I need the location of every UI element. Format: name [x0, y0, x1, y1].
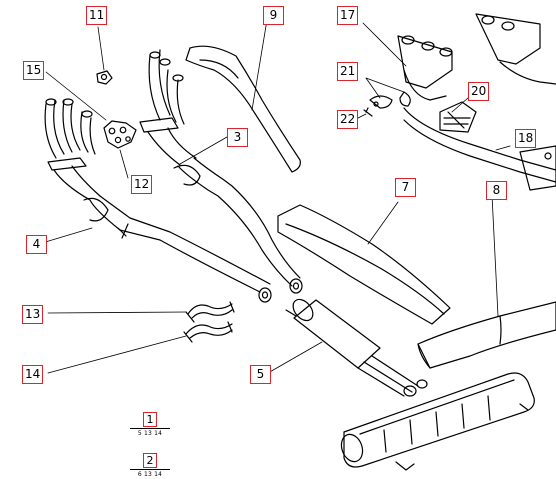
kit-divider: [130, 469, 170, 470]
part-front-pipe-4: [44, 98, 272, 303]
callout-17[interactable]: 17: [337, 6, 359, 25]
part-clamp-13: [185, 301, 235, 323]
part-pipe-18: [403, 107, 556, 191]
kit-reference-1: 1 5 13 14: [130, 408, 170, 437]
callout-5[interactable]: 5: [250, 365, 271, 384]
leader-lines: [41, 19, 511, 374]
part-rear-muffler: [340, 372, 535, 471]
kit-members: 5 13 14: [137, 430, 163, 437]
kit-number[interactable]: 1: [143, 412, 157, 427]
callout-11[interactable]: 11: [86, 6, 108, 25]
callout-22[interactable]: 22: [337, 110, 359, 129]
callout-7[interactable]: 7: [395, 178, 416, 197]
part-heat-shield-9: [185, 45, 301, 173]
part-manifold-17: [397, 13, 556, 101]
callout-21[interactable]: 21: [337, 62, 359, 81]
kit-reference-2: 2 6 13 14: [130, 449, 170, 478]
part-flange-12: [103, 120, 137, 149]
callout-9[interactable]: 9: [263, 6, 284, 25]
callout-20[interactable]: 20: [468, 82, 490, 101]
part-heat-shield-7: [277, 204, 451, 325]
callout-8[interactable]: 8: [486, 181, 507, 200]
callout-15[interactable]: 15: [23, 61, 45, 80]
callout-4[interactable]: 4: [26, 235, 47, 254]
part-clamp-14: [183, 321, 233, 343]
part-front-pipe-3: [139, 49, 303, 294]
part-center-muffler-5: [285, 298, 428, 397]
part-bolt-22: [363, 107, 373, 117]
kit-members: 6 13 14: [137, 471, 163, 478]
kit-number[interactable]: 2: [143, 453, 157, 468]
callout-12[interactable]: 12: [131, 175, 153, 194]
kit-divider: [130, 428, 170, 429]
callout-14[interactable]: 14: [22, 365, 44, 384]
callout-18[interactable]: 18: [515, 129, 537, 148]
part-hanger-21: [369, 91, 411, 109]
part-heat-pad-20: [439, 101, 477, 133]
part-gasket-11: [96, 70, 113, 85]
callout-3[interactable]: 3: [227, 128, 248, 147]
callout-13[interactable]: 13: [22, 305, 44, 324]
part-tunnel-shield-8: [417, 301, 556, 369]
